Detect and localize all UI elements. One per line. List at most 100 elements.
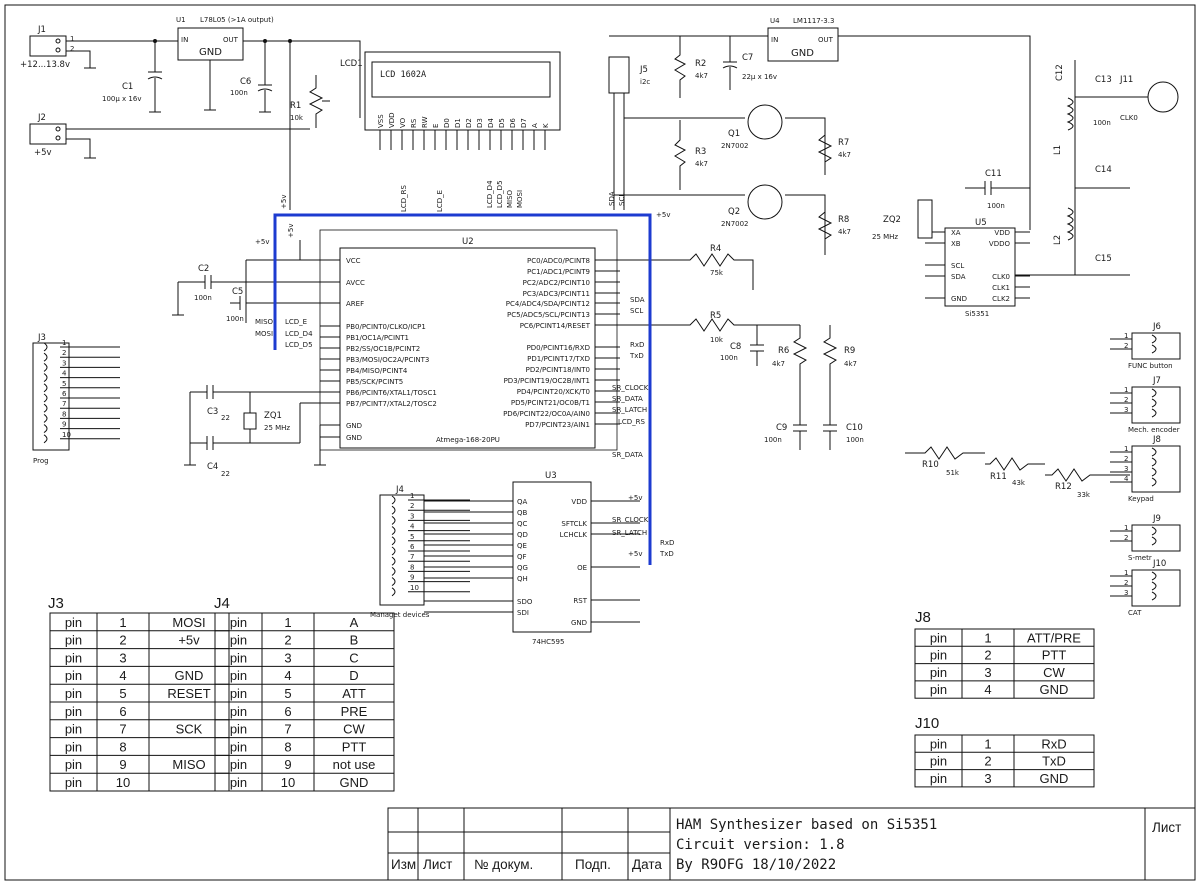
j8-label: Keypad: [1128, 495, 1154, 503]
j3-table-cell: pin: [65, 775, 82, 790]
u2-part: Atmega-168-20PU: [436, 436, 500, 444]
j3-table-cell: SCK: [176, 722, 203, 737]
c1-ref: C1: [122, 82, 133, 92]
r12-value: 33k: [1077, 491, 1091, 499]
title-col-list: Лист: [423, 857, 452, 872]
c6-value: 100n: [230, 89, 248, 97]
j4-table-cell: GND: [340, 775, 369, 790]
u5-right-pin: CLK2: [992, 295, 1010, 303]
j4-table-cell: pin: [230, 650, 247, 665]
j10-table-title: J10: [915, 715, 939, 732]
u3-left-pin: QB: [517, 509, 528, 517]
c13-value: 100n: [1093, 119, 1111, 127]
avcc-decoupling: C2 100n C5 100n: [172, 264, 340, 323]
u2-right-pin: PC1/ADC1/PCINT9: [527, 268, 590, 276]
clk0-output-network: C12 L1 L2 C13 100n C14 C15 J11 CLK0: [1015, 60, 1179, 276]
j4-table-cell: pin: [230, 775, 247, 790]
u3-right-pin: OE: [577, 564, 587, 572]
j2-connector: J2 +5v: [29, 113, 67, 158]
j4-table-cell: pin: [230, 633, 247, 648]
c6-ref: C6: [240, 77, 251, 87]
r7-value: 4k7: [838, 151, 851, 159]
j7-ref: J7: [1152, 376, 1161, 386]
c8-ref: C8: [730, 342, 741, 352]
j4-table-cell: pin: [230, 739, 247, 754]
u1-regulator: U1 L78L05 (>1A output) IN OUT GND: [176, 16, 274, 111]
j3-table-cell: pin: [65, 686, 82, 701]
j4-table-cell: ATT: [342, 686, 366, 701]
r11-ref: R11: [990, 472, 1007, 482]
u3-left-pin: QF: [517, 553, 527, 561]
r5-ref: R5: [710, 311, 721, 321]
u2-right-pin: PC2/ADC2/PCINT10: [523, 279, 590, 287]
u2-right-pin: PC0/ADC0/PCINT8: [527, 257, 590, 265]
svg-text:MOSI: MOSI: [516, 190, 524, 208]
svg-text:1: 1: [62, 339, 66, 347]
r10-value: 51k: [946, 469, 960, 477]
u5-part: Si5351: [965, 310, 989, 318]
l2-ref: L2: [1053, 235, 1063, 245]
lcd-pin-label: RW: [421, 116, 429, 128]
zq2-value: 25 MHz: [872, 233, 898, 241]
r8-value: 4k7: [838, 228, 851, 236]
mcu-right-passives: R4 75k R5 10k C8 100n R6 4k7 R9 4k7 C9 1…: [595, 244, 864, 450]
svg-text:+5v: +5v: [656, 211, 670, 219]
j3-table-cell: pin: [65, 668, 82, 683]
j4-table-cell: D: [349, 668, 358, 683]
u3-right-pin: RST: [573, 597, 587, 605]
j3-table-cell: 3: [119, 650, 126, 665]
title-col-izm: Изм: [391, 857, 416, 872]
svg-text:1: 1: [1124, 332, 1128, 340]
u2-left-pin: PB1/OC1A/PCINT1: [346, 334, 409, 342]
j3-table-cell: pin: [65, 615, 82, 630]
lcd-pin-label: A: [531, 123, 539, 128]
title-block: Изм Лист № докум. Подп. Дата HAM Synthes…: [387, 807, 1196, 881]
svg-text:7: 7: [410, 553, 414, 561]
r10-ref: R10: [922, 460, 939, 470]
j10-ref: J10: [1152, 559, 1166, 569]
r7-ref: R7: [838, 138, 849, 148]
u2-right-pin: PD3/PCINT19/OC2B/INT1: [504, 377, 590, 385]
c6-capacitor: C6 100n: [230, 41, 273, 113]
lcd-pin-label: VDD: [388, 112, 396, 128]
u2-right-pin: PC3/ADC3/PCINT11: [523, 290, 590, 298]
j4-table-cell: pin: [230, 615, 247, 630]
j10-table-cell: 3: [984, 771, 991, 786]
c3-ref: C3: [207, 407, 218, 417]
r6-ref: R6: [778, 346, 789, 356]
j4-label: Managet devices: [370, 611, 430, 619]
net-labels: LCD_RS LCD_E LCD_D4 LCD_D5 MISO MOSI LCD…: [255, 180, 674, 558]
title-col-date: Дата: [632, 857, 662, 872]
c7-value: 22µ x 16v: [742, 73, 777, 81]
j9-ref: J9: [1152, 514, 1161, 524]
u3-right-pin: SFTCLK: [561, 520, 587, 528]
svg-text:7: 7: [62, 400, 66, 408]
u2-left-pin: PB6/PCINT6/XTAL1/TOSC1: [346, 389, 437, 397]
r11-value: 43k: [1012, 479, 1026, 487]
u5-right-pin: CLK0: [992, 273, 1010, 281]
lcd-pin-label: RS: [410, 118, 418, 128]
svg-text:+5v: +5v: [280, 195, 288, 209]
r4-value: 75k: [710, 269, 724, 277]
svg-text:SR_LATCH: SR_LATCH: [612, 406, 647, 414]
u3-left-pin: QG: [517, 564, 528, 572]
svg-text:1: 1: [70, 35, 74, 43]
u5-ref: U5: [975, 218, 987, 228]
r9-value: 4k7: [844, 360, 857, 368]
j2-label: +5v: [34, 148, 52, 158]
j3-table-cell: 8: [119, 739, 126, 754]
svg-text:5: 5: [410, 533, 414, 541]
lcd-pin-label: D4: [487, 118, 495, 128]
j4-table-cell: 7: [284, 722, 291, 737]
u3-right-pin: GND: [571, 619, 587, 627]
svg-text:8: 8: [410, 563, 414, 571]
q2-value: 2N7002: [721, 220, 749, 228]
j3-table-cell: 4: [119, 668, 126, 683]
l1-ref: L1: [1053, 145, 1063, 155]
svg-text:3: 3: [410, 512, 414, 520]
u3-left-pin: SDO: [517, 598, 533, 606]
u2-right-pin: PD2/PCINT18/INT0: [526, 366, 590, 374]
u2-right-pin: PC5/ADC5/SCL/PCINT13: [507, 311, 590, 319]
